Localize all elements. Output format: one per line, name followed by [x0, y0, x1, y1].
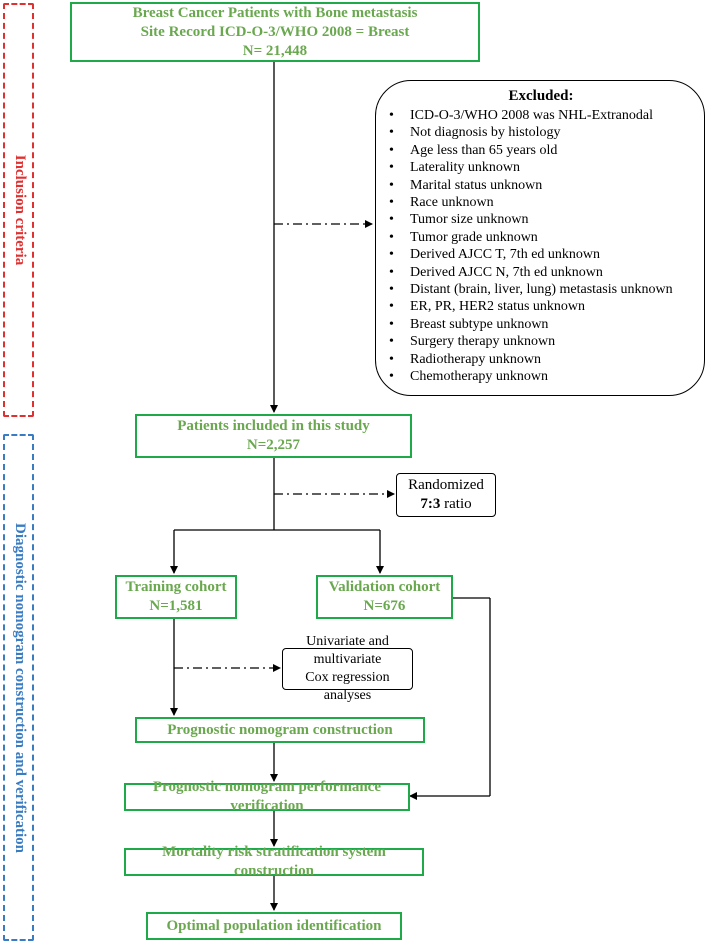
excluded-item: Radiotherapy unknown	[389, 351, 694, 369]
regression-line1: Univariate and multivariate	[306, 634, 389, 667]
identification-box: Optimal population identification	[146, 912, 402, 940]
excluded-item: Age less than 65 years old	[389, 142, 694, 160]
excluded-box: Excluded: ICD-O-3/WHO 2008 was NHL-Extra…	[375, 80, 705, 396]
source-line2: Site Record ICD-O-3/WHO 2008 = Breast	[140, 23, 410, 40]
training-box: Training cohort N=1,581	[115, 575, 237, 619]
excluded-item: Tumor grade unknown	[389, 229, 694, 247]
included-line1: Patients included in this study	[177, 418, 370, 434]
excluded-item: Chemotherapy unknown	[389, 368, 694, 386]
validation-label: Validation cohort	[328, 579, 441, 595]
training-count: N=1,581	[149, 598, 203, 614]
randomized-ratio: 7:3	[420, 496, 441, 512]
training-label: Training cohort	[125, 579, 227, 595]
excluded-item: ER, PR, HER2 status unknown	[389, 298, 694, 316]
construction-bracket	[3, 434, 34, 941]
included-count: N=2,257	[246, 437, 301, 453]
stratification-box: Mortality risk stratification system con…	[124, 844, 424, 879]
excluded-item: Not diagnosis by histology	[389, 124, 694, 142]
randomized-ratio-suffix: ratio	[440, 496, 472, 512]
excluded-item: ICD-O-3/WHO 2008 was NHL-Extranodal	[389, 107, 694, 125]
inclusion-criteria-bracket	[3, 3, 34, 417]
stratification-label-text: Mortality risk stratification system con…	[162, 844, 386, 879]
regression-box: Univariate and multivariate Cox regressi…	[282, 634, 413, 703]
source-line1: Breast Cancer Patients with Bone metasta…	[132, 4, 418, 21]
included-box: Patients included in this study N=2,257	[135, 414, 412, 458]
randomized-label: Randomized	[408, 477, 484, 493]
excluded-item: Laterality unknown	[389, 159, 694, 177]
excluded-item: Derived AJCC T, 7th ed unknown	[389, 246, 694, 264]
source-box: Breast Cancer Patients with Bone metasta…	[70, 2, 480, 62]
excluded-item: Distant (brain, liver, lung) metastasis …	[389, 281, 694, 299]
excluded-item: Tumor size unknown	[389, 211, 694, 229]
randomized-ratio-line: 7:3 ratio	[397, 495, 495, 514]
excluded-item: Marital status unknown	[389, 177, 694, 195]
excluded-title: Excluded:	[508, 88, 574, 104]
randomized-box: Randomized 7:3 ratio	[396, 473, 496, 517]
inclusion-criteria-label: Inclusion criteria	[12, 154, 28, 266]
excluded-item: Derived AJCC N, 7th ed unknown	[389, 264, 694, 282]
excluded-item: Surgery therapy unknown	[389, 333, 694, 351]
excluded-list: ICD-O-3/WHO 2008 was NHL-Extranodal Not …	[388, 107, 694, 386]
construction-box: Prognostic nomogram construction	[135, 717, 425, 743]
regression-line2: Cox regression analyses	[305, 670, 390, 703]
verification-label-text: Prognostic nomogram performance verifica…	[152, 779, 381, 814]
validation-box: Validation cohort N=676	[316, 575, 453, 619]
source-count: N= 21,448	[242, 42, 308, 59]
construction-label-text: Prognostic nomogram construction	[167, 721, 393, 738]
construction-label: Diagnostic nomogram construction and ver…	[12, 523, 28, 853]
excluded-item: Breast subtype unknown	[389, 316, 694, 334]
verification-box: Prognostic nomogram performance verifica…	[124, 779, 410, 814]
validation-count: N=676	[363, 598, 406, 614]
identification-label-text: Optimal population identification	[166, 917, 382, 934]
excluded-item: Race unknown	[389, 194, 694, 212]
